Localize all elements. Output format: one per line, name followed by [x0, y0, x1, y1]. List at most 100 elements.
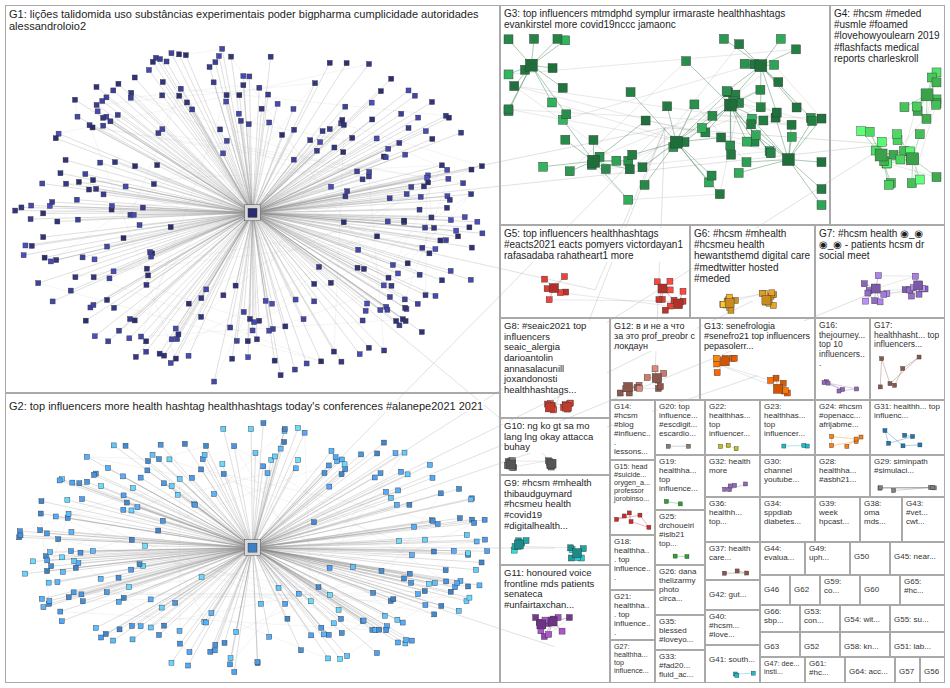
vertex-edge — [201, 469, 432, 520]
vertex-thumbnail — [137, 562, 142, 567]
vertex-thumbnail — [213, 642, 218, 647]
vertex-thumbnail — [173, 356, 178, 361]
vertex-thumbnail — [199, 314, 204, 319]
vertex-thumbnail — [128, 316, 133, 321]
vertex-edge — [49, 548, 253, 583]
group-panel: G32: health more — [705, 455, 760, 497]
vertex-thumbnail — [718, 444, 722, 448]
vertex-thumbnail — [652, 374, 661, 383]
vertex-thumbnail — [409, 553, 414, 558]
vertex-thumbnail — [123, 443, 128, 448]
vertex-thumbnail — [133, 354, 138, 359]
vertex-thumbnail — [745, 571, 749, 575]
vertex-thumbnail — [477, 583, 482, 588]
vertex-edge — [253, 142, 321, 213]
vertex-thumbnail — [138, 624, 143, 629]
vertex-thumbnail — [23, 243, 28, 248]
vertex-thumbnail — [670, 136, 682, 148]
vertex-thumbnail — [878, 385, 882, 389]
vertex-thumbnail — [469, 192, 474, 197]
vertex-thumbnail — [896, 155, 905, 164]
vertex-edge — [19, 537, 252, 547]
vertex-edge — [234, 548, 252, 672]
vertex-thumbnail — [221, 151, 226, 156]
vertex-edge — [172, 213, 253, 340]
vertex-edge — [405, 179, 449, 300]
vertex-thumbnail — [246, 122, 251, 127]
vertex-thumbnail — [224, 138, 229, 143]
vertex-edge — [45, 213, 253, 258]
vertex-edge — [282, 135, 331, 187]
vertex-thumbnail — [386, 275, 391, 280]
vertex-edge — [154, 184, 253, 213]
vertex-thumbnail — [208, 649, 213, 654]
vertex-thumbnail — [94, 102, 99, 107]
vertex-thumbnail — [116, 81, 121, 86]
vertex-edge — [746, 160, 788, 163]
vertex-thumbnail — [140, 205, 145, 210]
vertex-edge — [146, 285, 273, 329]
vertex-thumbnail — [546, 631, 552, 637]
vertex-edge — [68, 518, 253, 548]
vertex-thumbnail — [714, 370, 720, 376]
vertex-thumbnail — [237, 93, 242, 98]
vertex-thumbnail — [151, 182, 156, 187]
vertex-thumbnail — [504, 70, 513, 79]
vertex-edge — [253, 213, 470, 228]
vertex-thumbnail — [395, 271, 400, 276]
group-label: G49: uph... — [808, 545, 847, 563]
group-panel: G12: в и не а что за это prof_preobr с л… — [610, 318, 700, 400]
vertex-thumbnail — [259, 106, 264, 111]
vertex-thumbnail — [740, 59, 749, 68]
vertex-edge — [63, 548, 253, 572]
group-panel: G15: head #suicide... orygen_a... profes… — [610, 460, 655, 535]
vertex-thumbnail — [588, 155, 600, 167]
vertex-edge — [56, 516, 286, 603]
vertex-thumbnail — [409, 184, 414, 189]
vertex-edge — [249, 124, 253, 213]
vertex-thumbnail — [360, 618, 365, 623]
vertex-thumbnail — [474, 567, 479, 572]
group-label: G62 — [793, 586, 810, 595]
vertex-thumbnail — [149, 254, 154, 259]
vertex-thumbnail — [389, 76, 394, 81]
vertex-thumbnail — [75, 114, 80, 119]
vertex-edge — [253, 548, 446, 571]
vertex-thumbnail — [383, 155, 388, 160]
vertex-thumbnail — [258, 601, 263, 606]
group-label: G11: honoured voice frontline mds patien… — [503, 568, 607, 611]
group-panel: G11: honoured voice frontline mds patien… — [500, 565, 610, 683]
vertex-thumbnail — [341, 150, 346, 155]
vertex-thumbnail — [238, 118, 243, 123]
vertex-edge — [253, 213, 331, 283]
vertex-thumbnail — [787, 120, 796, 129]
vertex-thumbnail — [53, 136, 58, 141]
vertex-thumbnail — [327, 127, 332, 132]
vertex-thumbnail — [932, 100, 941, 109]
vertex-thumbnail — [60, 555, 65, 560]
vertex-edge — [74, 548, 253, 593]
vertex-thumbnail — [155, 163, 160, 168]
vertex-thumbnail — [123, 184, 128, 189]
vertex-thumbnail — [507, 460, 516, 469]
vertex-thumbnail — [343, 104, 348, 109]
vertex-thumbnail — [707, 171, 716, 180]
vertex-thumbnail — [391, 597, 396, 602]
vertex-thumbnail — [384, 628, 389, 633]
vertex-thumbnail — [211, 80, 216, 85]
vertex-thumbnail — [887, 441, 891, 445]
vertex-thumbnail — [339, 631, 344, 636]
vertex-thumbnail — [768, 377, 774, 383]
vertex-edge — [115, 162, 253, 213]
vertex-edge — [153, 62, 253, 213]
vertex-thumbnail — [479, 560, 484, 565]
vertex-thumbnail — [403, 319, 408, 324]
vertex-edge — [253, 138, 377, 212]
vertex-thumbnail — [415, 301, 420, 306]
vertex-edge — [143, 208, 253, 213]
vertex-thumbnail — [94, 84, 99, 89]
vertex-thumbnail — [129, 90, 134, 95]
vertex-edge — [56, 213, 252, 260]
vertex-thumbnail — [756, 85, 765, 94]
vertex-thumbnail — [386, 146, 391, 151]
